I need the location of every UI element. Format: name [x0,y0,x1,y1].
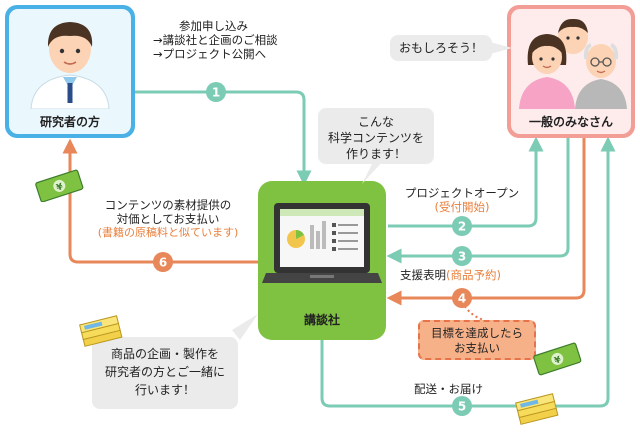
step-2-badge: 2 [452,216,472,236]
step-3-text: 支援表明(商品予約) [400,268,501,282]
laptop-icon [262,203,382,283]
publisher-speech-line-2: 科学コンテンツを [327,131,424,145]
step-1-line-3: →プロジェクト公開へ [153,47,267,61]
step-6-badge: 6 [153,252,173,272]
step-1-badge: 1 [206,82,226,102]
connector-step-3 [386,138,570,264]
step-6-line-2: 対価としてお支払い [116,212,220,226]
production-line-3: 行います！ [134,383,195,397]
public-speech-tail [490,42,512,54]
product-stack-icon [79,315,123,347]
step-2-note: (受付開始) [434,200,490,214]
production-line-2: 研究者の方とご一緒に [104,365,225,379]
step-6-text: コンテンツの素材提供の 対価としてお支払い (書籍の原稿料と似ています) [76,198,260,240]
step-1-line-2: →講談社と企画のご相談 [153,33,278,47]
svg-text:¥: ¥ [55,182,65,194]
step-4-badge: 4 [452,288,472,308]
researcher-inner: 研究者の方 [9,9,131,134]
connector-step-1 [135,90,312,186]
researcher-label: 研究者の方 [39,115,100,129]
public-card: 一般のみなさん [507,5,635,138]
family-icon [519,18,627,109]
step-2-text: プロジェクトオープン (受付開始) [396,186,528,214]
publisher-speech-bubble: こんな 科学コンテンツを 作ります！ [318,108,434,164]
svg-text:4: 4 [458,292,466,306]
production-line-1: 商品の企画・製作を [110,347,219,361]
step-3-badge: 3 [452,246,472,266]
step-6-line-1: コンテンツの素材提供の [104,198,232,212]
step-1-line-1: 参加申し込み [179,19,248,33]
yen-bill-icon: ¥ [533,342,582,376]
connector-step-2 [388,136,544,228]
public-speech-bubble: おもしろそう！ [390,35,492,61]
svg-text:2: 2 [458,220,466,234]
step-3-line-1: 支援表明 [400,268,446,282]
publisher-speech-line-3: 作ります！ [345,147,406,161]
public-label: 一般のみなさん [528,115,613,129]
publisher-card: 講談社 [258,181,386,340]
connector-step-4 [386,138,586,306]
step-4-goal-line-2: お支払い [454,341,500,355]
product-stack-icon [515,393,559,425]
svg-text:3: 3 [458,250,466,264]
publisher-speech-line-1: こんな [357,115,394,129]
step-4-goal-line-1: 目標を達成したら [431,326,523,340]
step-5-badge: 5 [452,396,472,416]
step-4-goal-box: 目標を達成したら お支払い [418,320,536,360]
production-bubble: 商品の企画・製作を 研究者の方とご一緒に 行います！ [92,337,238,409]
publisher-label: 講談社 [303,313,340,327]
svg-text:5: 5 [458,400,466,414]
public-speech-text: おもしろそう！ [398,41,483,55]
researcher-icon [30,22,110,109]
yen-bill-icon: ¥ [35,169,84,202]
step-5-line-1: 配送・お届け [414,382,483,396]
svg-text:¥: ¥ [553,355,563,367]
goal-link [461,301,485,321]
researcher-card: 研究者の方 [5,5,135,138]
step-5-text: 配送・お届け [414,382,483,396]
svg-text:6: 6 [159,256,167,270]
connector-step-6 [62,138,260,264]
step-1-text: 参加申し込み →講談社と企画のご相談 →プロジェクト公開へ [143,19,278,61]
step-6-note: (書籍の原稿料と似ています) [97,226,239,239]
public-inner: 一般のみなさん [511,9,631,134]
production-bubble-tail [232,314,258,340]
publisher-speech-tail [362,160,384,184]
step-3-note: (商品予約) [446,268,501,282]
svg-text:1: 1 [212,86,220,100]
step-2-line-1: プロジェクトオープン [404,186,520,200]
